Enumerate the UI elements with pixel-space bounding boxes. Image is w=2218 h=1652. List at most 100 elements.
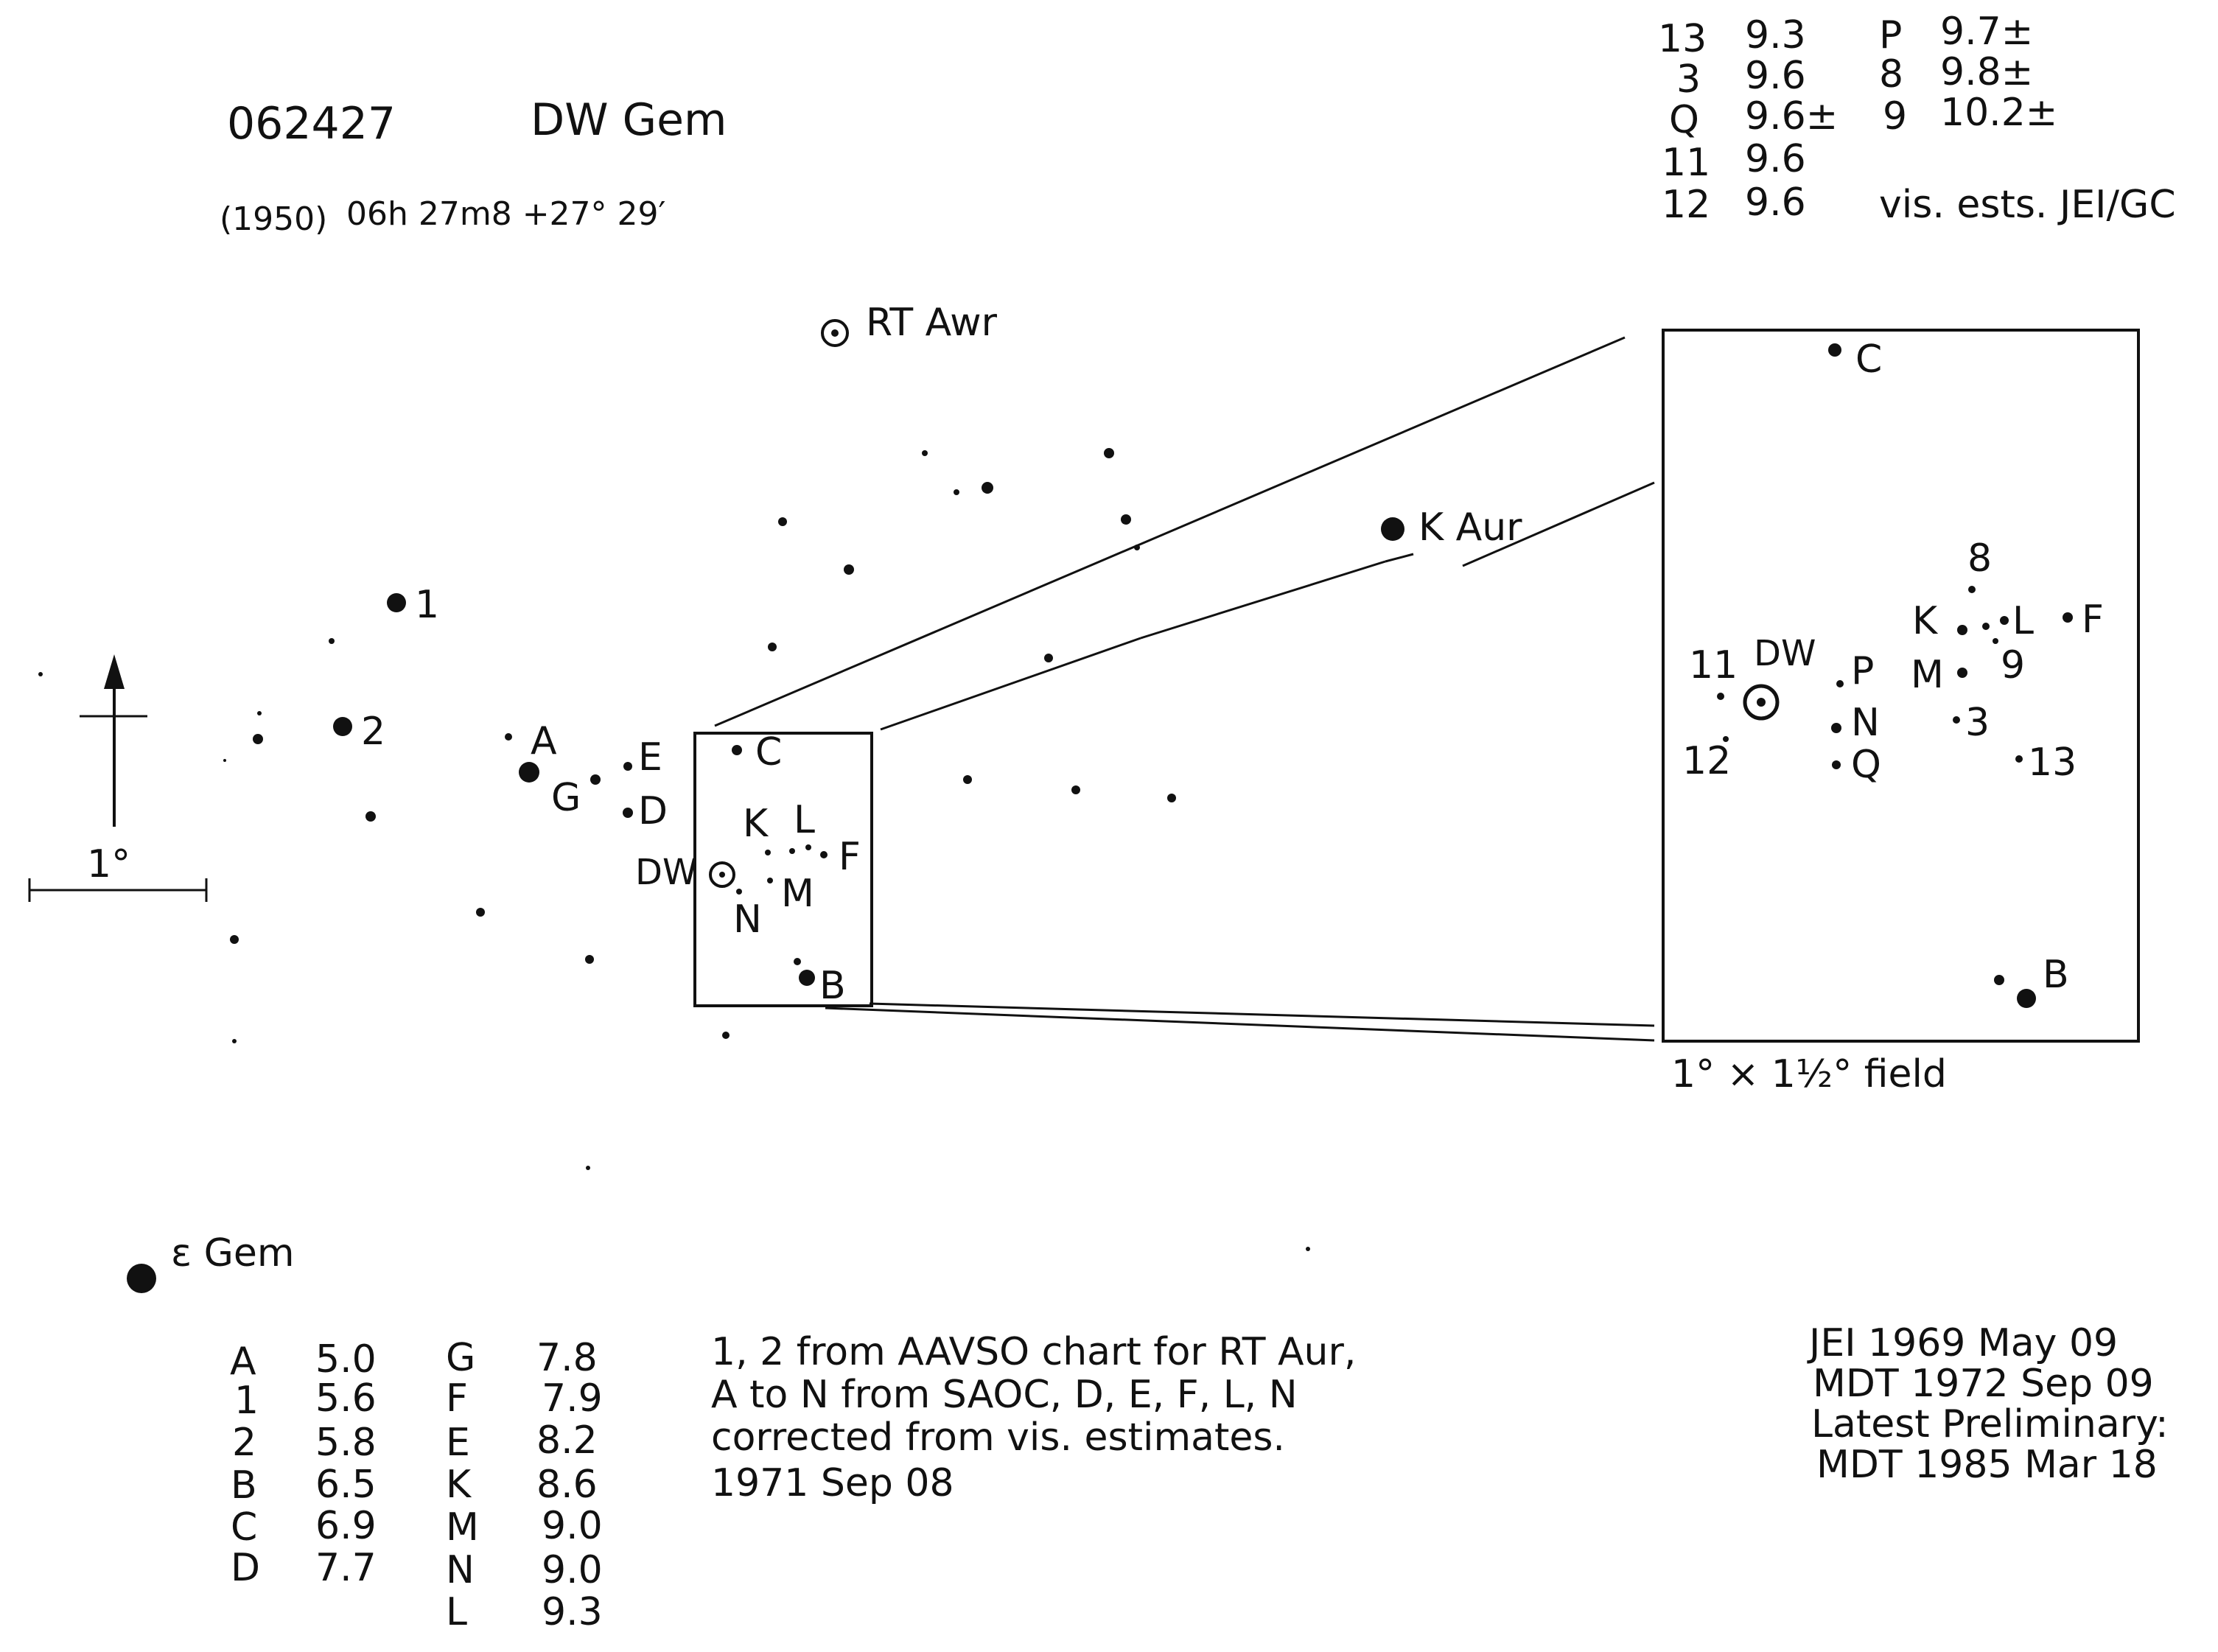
inset-dw-marker <box>1743 684 1780 721</box>
box-star-f-label: F <box>839 835 861 879</box>
bright-row-6-mag2: 9.0 <box>542 1548 603 1592</box>
faint-row-3-id2: 9 <box>1883 94 1907 139</box>
bright-row-5-id2: M <box>446 1505 479 1550</box>
field-box <box>693 732 873 1007</box>
faint-row-3-id: Q <box>1669 98 1699 142</box>
inset-star-c <box>1828 343 1841 357</box>
star-1 <box>387 593 406 612</box>
inset-star-n-label: N <box>1851 701 1880 745</box>
k-aur-label: K Aur <box>1418 505 1522 550</box>
faint-row-3-mag: 9.6± <box>1745 94 1838 139</box>
inset-star-k-label: K <box>1912 599 1939 643</box>
inset-star-m-label: M <box>1911 653 1944 697</box>
inset-star-l-label: L <box>2012 599 2034 643</box>
inset-star-8-label: 8 <box>1967 536 1992 581</box>
inset-star-3-label: 3 <box>1965 701 1990 745</box>
scale-bar <box>28 878 208 902</box>
box-star-k-label: K <box>743 802 769 846</box>
box-star-c <box>732 745 742 755</box>
bright-row-3-id: 2 <box>232 1421 256 1465</box>
bright-row-4-mag2: 8.6 <box>536 1463 598 1507</box>
chart-id: 062427 <box>227 98 396 150</box>
inset-star-p <box>1836 680 1844 687</box>
bright-row-1-mag2: 7.8 <box>536 1336 598 1380</box>
faint-row-5-note: vis. ests. JEI/GC <box>1879 183 2176 227</box>
bright-row-4-mag: 6.5 <box>315 1463 377 1507</box>
bright-row-6-mag: 7.7 <box>315 1546 377 1590</box>
bright-row-5-mag: 6.9 <box>315 1504 377 1548</box>
faint-row-1-mag: 9.3 <box>1745 13 1806 57</box>
star-e <box>623 762 632 771</box>
box-star-n <box>736 889 742 895</box>
scale-label: 1° <box>87 842 130 886</box>
star-d <box>623 808 633 818</box>
credit-line-3: Latest Preliminary: <box>1811 1402 2169 1446</box>
inset-star-9 <box>1993 638 1998 644</box>
star-2 <box>333 717 352 736</box>
bright-row-3-id2: E <box>446 1421 470 1465</box>
inset-star-f <box>2063 612 2073 623</box>
faint-row-2-mag: 9.6 <box>1745 54 1806 98</box>
star-eps-gem <box>127 1264 156 1293</box>
box-star-l <box>805 844 811 850</box>
inset-star-8 <box>1968 586 1976 593</box>
bright-row-1-mag: 5.0 <box>315 1337 377 1382</box>
bright-row-1-id: A <box>230 1340 256 1384</box>
faint-sequence-table: 13 9.3 P 9.7± 3 9.6 8 9.8± Q 9.6± 9 10.2… <box>1658 10 2176 227</box>
inset-star-n <box>1831 723 1841 733</box>
box-star-l-label: L <box>794 798 815 842</box>
star-a-neighbour <box>505 733 512 741</box>
inset-star-k <box>1957 625 1967 635</box>
inset-star-p-label: P <box>1851 649 1874 693</box>
star-g-label: G <box>551 776 581 820</box>
rt-aur-label: RT Awr <box>866 301 998 345</box>
box-star-n-label: N <box>733 897 762 942</box>
faint-row-1-mag2: 9.7± <box>1940 10 2033 54</box>
inset-dw-label: DW <box>1754 633 1816 674</box>
box-dw-label: DW <box>635 852 697 893</box>
star-a <box>519 762 539 783</box>
credits: JEI 1969 May 09 MDT 1972 Sep 09 Latest P… <box>1807 1321 2169 1487</box>
star-1-label: 1 <box>415 583 439 627</box>
inset-star-l <box>2000 616 2009 625</box>
faint-row-2-id2: 8 <box>1879 52 1903 97</box>
inset-star-13-label: 13 <box>2028 741 2077 785</box>
eps-gem-label: ε Gem <box>171 1231 295 1275</box>
star-a-label: A <box>531 719 557 763</box>
bright-row-2-id2: F <box>446 1376 468 1421</box>
bright-row-4-id: B <box>231 1463 257 1508</box>
box-star-k <box>765 850 771 855</box>
inset-star-3 <box>1953 716 1960 724</box>
bright-row-7-mag2: 9.3 <box>542 1590 603 1634</box>
star-name: DW Gem <box>531 94 727 146</box>
bright-row-3-mag2: 8.2 <box>536 1418 598 1463</box>
star-2-label: 2 <box>361 710 385 754</box>
bright-row-2-mag2: 7.9 <box>542 1376 603 1421</box>
note-line-3: corrected from vis. estimates. <box>711 1415 1285 1460</box>
inset-star-c-label: C <box>1855 337 1882 382</box>
inset-star-9-label: 9 <box>2001 643 2025 687</box>
note-line-2: A to N from SAOC, D, E, F, L, N <box>711 1373 1298 1417</box>
source-notes: 1, 2 from AAVSO chart for RT Aur, A to N… <box>711 1330 1356 1505</box>
inset-star-q <box>1832 760 1841 769</box>
bright-row-2-id: 1 <box>234 1379 259 1423</box>
note-line-1: 1, 2 from AAVSO chart for RT Aur, <box>711 1330 1356 1374</box>
epoch: (1950) <box>220 200 327 238</box>
north-arrow-icon <box>80 654 147 827</box>
credit-line-4: MDT 1985 Mar 18 <box>1816 1443 2158 1487</box>
projection-lines <box>714 336 1655 1042</box>
inset-star-b-label: B <box>2043 953 2069 997</box>
inset-star-b-small <box>1994 975 2004 985</box>
faint-row-4-mag: 9.6 <box>1745 137 1806 181</box>
box-star-f <box>820 851 828 858</box>
box-star-b-label: B <box>819 964 846 1008</box>
faint-row-3-mag2: 10.2± <box>1940 91 2057 135</box>
inset-star-12 <box>1723 736 1729 742</box>
bright-sequence-table: A 5.0 G 7.8 1 5.6 F 7.9 2 5.8 E 8.2 B 6.… <box>230 1336 603 1634</box>
box-star-k2 <box>789 848 795 854</box>
faint-row-2-id: 3 <box>1676 57 1701 102</box>
faint-row-2-mag2: 9.8± <box>1940 50 2033 94</box>
box-star-m-label: M <box>781 872 814 916</box>
inset-star-q-label: Q <box>1851 743 1881 787</box>
